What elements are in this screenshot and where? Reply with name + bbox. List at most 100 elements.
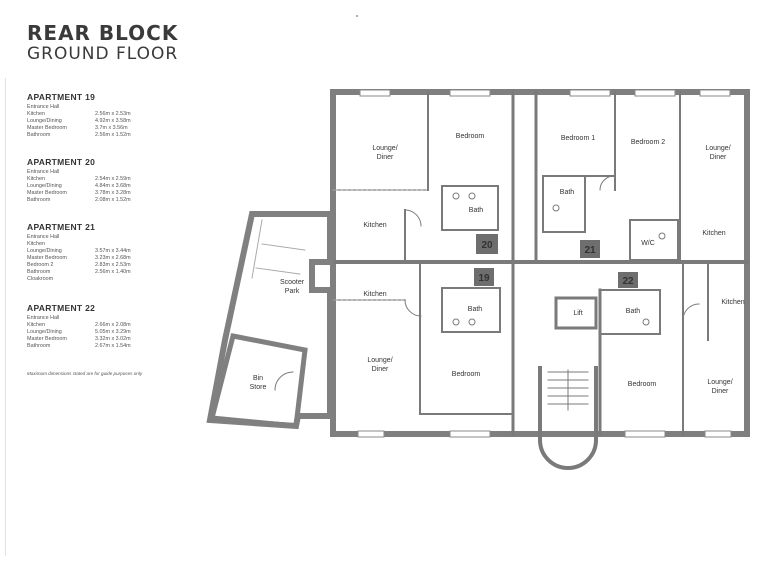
room-dimensions: 4.84m x 3.68m	[95, 183, 131, 189]
room-name: Master Bedroom	[27, 336, 67, 342]
door-swing-2	[599, 175, 615, 191]
badge-22-bg	[618, 272, 638, 288]
room-label-bath-19: Bath	[469, 207, 484, 214]
room-dimensions: 2.67m x 1.54m	[95, 343, 131, 349]
room-name: Lounge/Dining	[27, 248, 62, 254]
room-name: Bathroom	[27, 269, 51, 275]
room-name: Bedroom 2	[27, 262, 54, 268]
room-dimensions: 2.54m x 2.59m	[95, 176, 131, 182]
room-name: Entrance Hall	[27, 169, 60, 175]
room-row: Entrance Hall	[27, 234, 227, 241]
footnote: Maximum dimensions stated are for guide …	[27, 371, 143, 376]
room-row: Bathroom 2.56m x 1.52m	[27, 132, 227, 139]
room-row: Master Bedroom 3.32m x 3.02m	[27, 336, 227, 343]
apartment-title: APARTMENT 19	[27, 92, 96, 102]
room-label-lounge-20: Lounge/Diner	[367, 357, 392, 373]
badge-21-bg	[580, 240, 600, 258]
room-name: Kitchen	[27, 111, 45, 117]
room-row: Entrance Hall	[27, 315, 227, 322]
room-name: Master Bedroom	[27, 125, 67, 131]
room-label-kitchen-21: Kitchen	[702, 230, 725, 237]
door-swing-3	[404, 299, 422, 317]
window-1	[359, 89, 391, 97]
scooter-wing	[206, 211, 333, 430]
room-name: Master Bedroom	[27, 190, 67, 196]
apartment-badge-19: 19	[478, 273, 490, 284]
window-6	[357, 430, 385, 438]
room-label-bedroom-19: Bedroom	[456, 133, 485, 140]
room-dimensions: 2.56m x 1.52m	[95, 132, 131, 138]
scan-edge	[5, 78, 6, 556]
door-swing-4	[682, 303, 700, 321]
apartment-title: APARTMENT 20	[27, 157, 96, 167]
room-name: Kitchen	[27, 322, 45, 328]
wc-21-walls	[629, 219, 679, 261]
room-label-lounge-22: Lounge/Diner	[707, 379, 732, 395]
room-name: Master Bedroom	[27, 255, 67, 261]
badge-20-bg	[476, 234, 498, 254]
wc-20	[468, 318, 476, 326]
room-row: Kitchen 2.66m x 2.08m	[27, 322, 227, 329]
apartment-title: APARTMENT 22	[27, 303, 96, 313]
room-name: Entrance Hall	[27, 104, 60, 110]
stair-tower	[538, 366, 598, 470]
window-8	[624, 430, 666, 438]
room-dimensions: 3.23m x 2.68m	[95, 255, 131, 261]
bath-21-walls	[542, 175, 586, 233]
room-label-bedroom1-21: Bedroom 1	[561, 135, 595, 142]
room-dimensions: 2.83m x 2.53m	[95, 262, 131, 268]
apartment-badge-22: 22	[622, 276, 634, 287]
room-row: Cloakroom	[27, 276, 227, 283]
bath-19-walls	[441, 185, 499, 231]
room-label-bath-20: Bath	[468, 306, 483, 313]
room-label-lounge-21: Lounge/Diner	[705, 145, 730, 161]
room-name: Bathroom	[27, 343, 51, 349]
room-dimensions: 2.66m x 2.08m	[95, 322, 131, 328]
room-label-bedroom-22: Bedroom	[628, 381, 657, 388]
room-label-bedroom2-21: Bedroom 2	[631, 139, 665, 146]
room-row: Lounge/Dining 4.92m x 3.58m	[27, 118, 227, 125]
scooter-bay-2	[261, 243, 306, 251]
room-name: Bathroom	[27, 132, 51, 138]
page-subtitle: GROUND FLOOR	[27, 44, 179, 64]
room-row: Kitchen 2.54m x 2.59m	[27, 176, 227, 183]
room-name: Kitchen	[27, 176, 45, 182]
apartment-badge-20: 20	[481, 240, 493, 251]
room-label-bedroom-20: Bedroom	[452, 371, 481, 378]
page-title: REAR BLOCK	[27, 21, 179, 45]
badge-19-bg	[474, 268, 494, 286]
room-label-bath-21: Bath	[560, 189, 575, 196]
basin-19	[452, 192, 460, 200]
room-dimensions: 2.56m x 2.53m	[95, 111, 131, 117]
room-dimensions: 3.7m x 3.56m	[95, 125, 128, 131]
door-swing-1	[404, 209, 422, 227]
room-label-lift: Lift	[573, 310, 582, 317]
window-3	[569, 89, 611, 97]
wc-21b	[658, 232, 666, 240]
window-9	[704, 430, 732, 438]
bin-store-walls	[208, 333, 308, 429]
room-label-wc-21: W/C	[641, 240, 655, 247]
room-label-lounge-19: Lounge/Diner	[372, 145, 397, 161]
room-name: Entrance Hall	[27, 234, 60, 240]
room-row: Master Bedroom 3.23m x 2.68m	[27, 255, 227, 262]
room-name: Cloakroom	[27, 276, 54, 282]
apartment-badge-21: 21	[584, 245, 596, 256]
room-dimensions: 4.92m x 3.58m	[95, 118, 131, 124]
room-row: Kitchen	[27, 241, 227, 248]
room-name: Lounge/Dining	[27, 118, 62, 124]
room-dimensions: 3.32m x 3.02m	[95, 336, 131, 342]
room-label-kitchen-22: Kitchen	[721, 299, 744, 306]
title-block: REAR BLOCK GROUND FLOOR	[27, 22, 178, 64]
